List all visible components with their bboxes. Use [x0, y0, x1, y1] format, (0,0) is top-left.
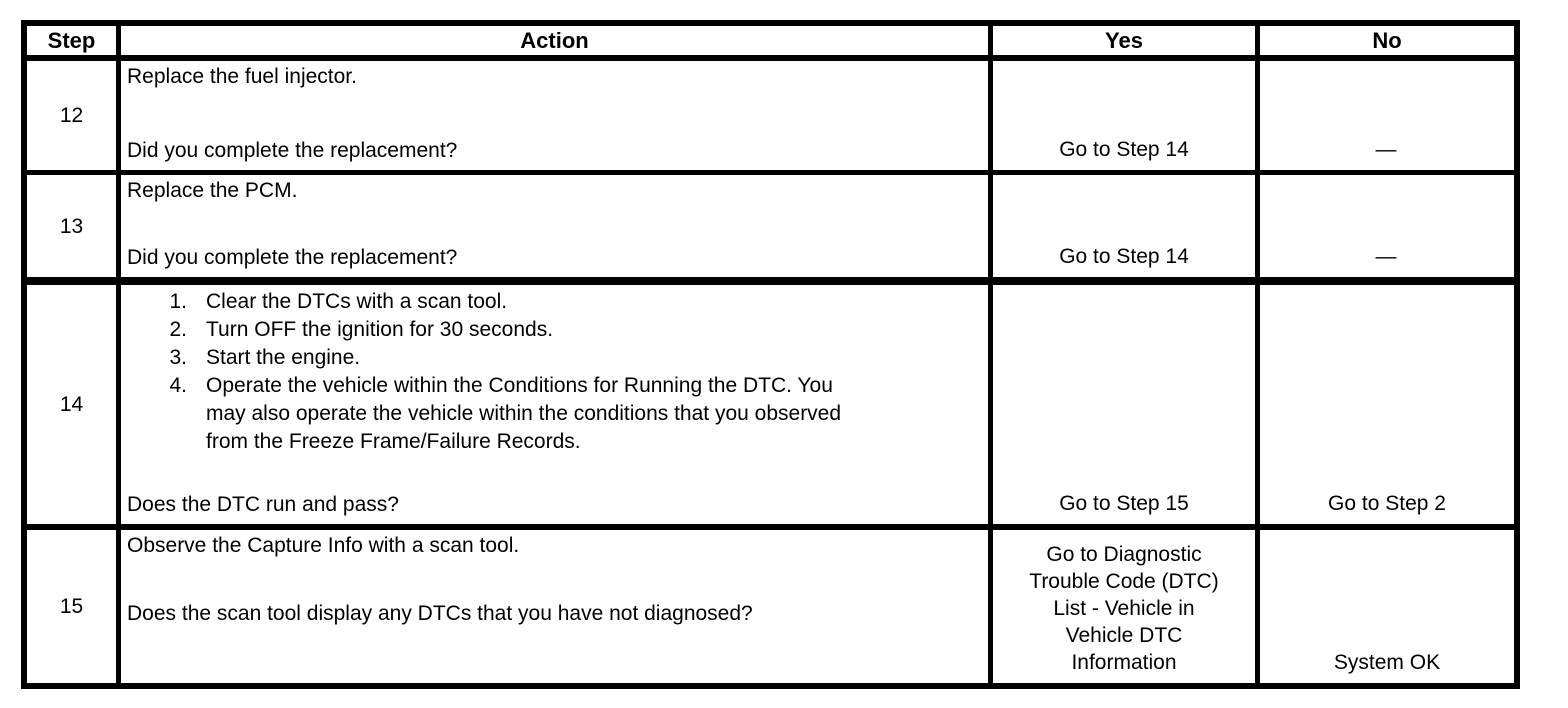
yes-text-line: Information	[1071, 651, 1177, 674]
header-action: Action	[121, 26, 993, 61]
list-item-number: 4.	[169, 374, 187, 397]
list-item-text-line: may also operate the vehicle within the …	[206, 402, 842, 425]
step-14-no-cell: Go to Step 2	[1260, 285, 1514, 530]
step-13-yes-text: Go to Step 14	[1059, 245, 1189, 268]
step-13-number: 13	[27, 175, 121, 285]
step-13-action-cell: Replace the PCM. Did you complete the re…	[121, 175, 993, 285]
step-15-number: 15	[27, 530, 121, 683]
step-15-question: Does the scan tool display any DTCs that…	[127, 602, 753, 625]
step-13-no-cell: —	[1260, 175, 1514, 285]
step-14-action-cell: 1. Clear the DTCs with a scan tool. 2. T…	[121, 285, 993, 530]
step-12-yes-cell: Go to Step 14	[993, 61, 1260, 175]
step-12-statement: Replace the fuel injector.	[127, 65, 357, 88]
list-item-text-line: Operate the vehicle within the Condition…	[206, 374, 833, 397]
yes-text-line: Go to Diagnostic	[1046, 543, 1202, 566]
list-item: 4. Operate the vehicle within the Condit…	[127, 372, 980, 456]
list-item-number: 3.	[169, 346, 187, 369]
step-15-yes-cell: Go to Diagnostic Trouble Code (DTC) List…	[993, 530, 1260, 683]
list-item-text: Clear the DTCs with a scan tool.	[206, 290, 508, 313]
yes-text-line: List - Vehicle in	[1053, 597, 1195, 620]
list-item: 3. Start the engine.	[127, 344, 980, 372]
step-12-yes-text: Go to Step 14	[1059, 138, 1189, 161]
step-12-question: Did you complete the replacement?	[127, 139, 458, 162]
list-item: 1. Clear the DTCs with a scan tool.	[127, 288, 980, 316]
list-item-text-line: from the Freeze Frame/Failure Records.	[206, 430, 581, 453]
diagnostic-steps-table: Step Action Yes No 12 Replace the fuel i…	[21, 20, 1520, 689]
step-15-yes-text: Go to Diagnostic Trouble Code (DTC) List…	[1029, 541, 1218, 676]
step-12-no-text: —	[1375, 138, 1399, 161]
header-no: No	[1260, 26, 1514, 61]
step-13-question: Did you complete the replacement?	[127, 246, 458, 269]
header-step: Step	[27, 26, 121, 61]
list-item-text: Turn OFF the ignition for 30 seconds.	[206, 318, 554, 341]
step-14-question: Does the DTC run and pass?	[127, 493, 399, 516]
step-12-action-cell: Replace the fuel injector. Did you compl…	[121, 61, 993, 175]
list-item-text: Start the engine.	[206, 346, 361, 369]
step-12-no-cell: —	[1260, 61, 1514, 175]
step-13-no-text: —	[1375, 245, 1399, 268]
header-yes: Yes	[993, 26, 1260, 61]
list-item: 2. Turn OFF the ignition for 30 seconds.	[127, 316, 980, 344]
step-15-no-cell: System OK	[1260, 530, 1514, 683]
step-14-number: 14	[27, 285, 121, 530]
step-15-action-cell: Observe the Capture Info with a scan too…	[121, 530, 993, 683]
step-13-yes-cell: Go to Step 14	[993, 175, 1260, 285]
step-14-yes-text: Go to Step 15	[1059, 492, 1189, 515]
step-14-no-text: Go to Step 2	[1328, 492, 1446, 515]
step-12-number: 12	[27, 61, 121, 175]
list-item-number: 2.	[169, 318, 187, 341]
step-13-statement: Replace the PCM.	[127, 179, 298, 202]
step-15-no-text: System OK	[1333, 651, 1441, 674]
yes-text-line: Vehicle DTC	[1065, 624, 1183, 647]
step-14-yes-cell: Go to Step 15	[993, 285, 1260, 530]
step-15-statement: Observe the Capture Info with a scan too…	[127, 534, 520, 557]
step-14-numbered-list: 1. Clear the DTCs with a scan tool. 2. T…	[127, 287, 980, 456]
yes-text-line: Trouble Code (DTC)	[1029, 570, 1219, 593]
list-item-number: 1.	[169, 290, 187, 313]
